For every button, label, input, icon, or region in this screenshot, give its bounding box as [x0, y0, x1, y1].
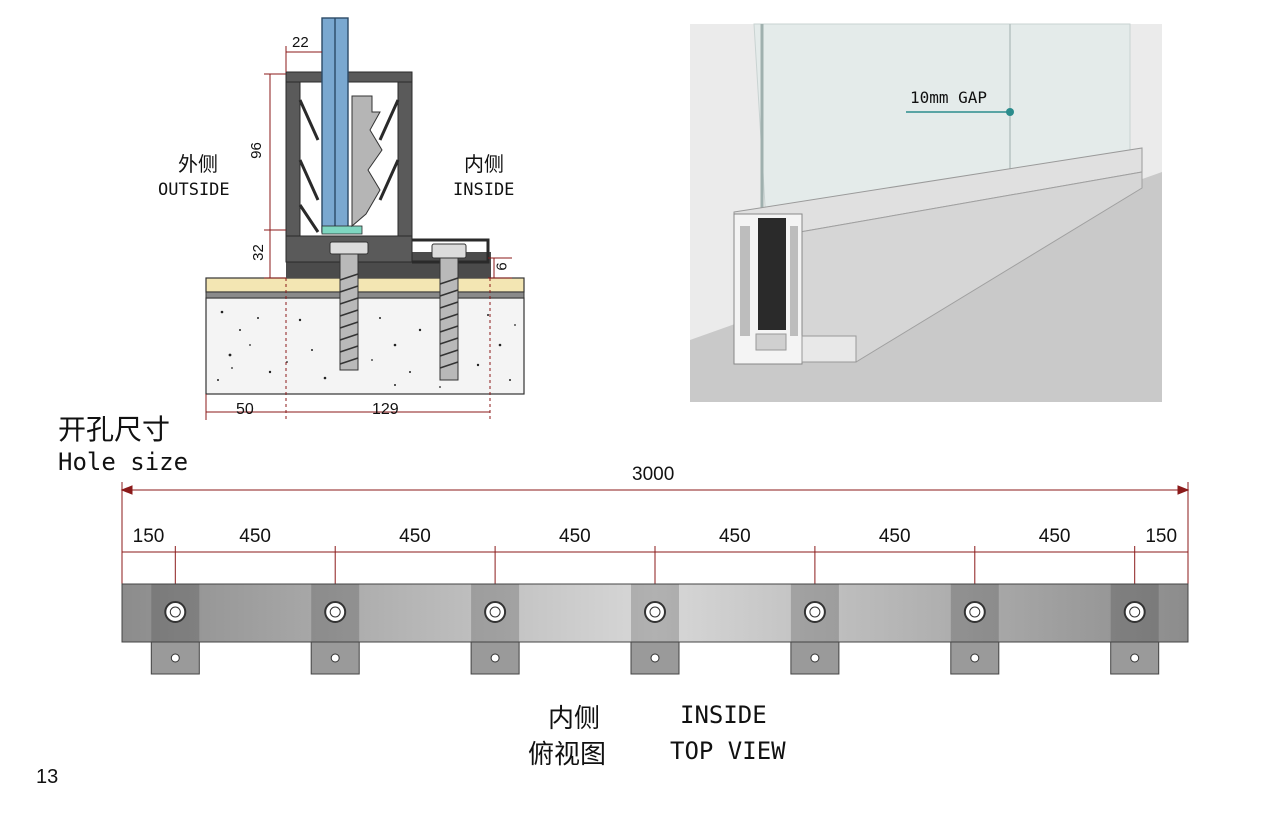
screed-layer: [205, 291, 525, 299]
render-side-tray: [801, 335, 857, 363]
overall-length-label: 3000: [632, 464, 675, 485]
render-glass-channel: [758, 218, 786, 330]
inside-label-en: INSIDE: [453, 180, 515, 200]
tab-hole: [170, 653, 180, 663]
anchor-tab: [150, 641, 200, 675]
dim-22: 22: [292, 34, 309, 51]
anchor-hole-inner: [1129, 606, 1141, 618]
setting-block: [321, 225, 363, 235]
tab-hole: [490, 653, 500, 663]
concrete-speckles: [217, 310, 516, 388]
dim-129: 129: [372, 401, 399, 418]
profile-webs: [298, 99, 400, 233]
caption-inside-en: INSIDE: [680, 701, 767, 729]
hole-size-title-en: Hole size: [58, 448, 189, 476]
caption-topview-cn: 俯视图: [528, 740, 607, 770]
anchor-points: [150, 584, 1160, 675]
clamp-wedge: [351, 95, 383, 228]
anchor-hole-inner: [809, 606, 821, 618]
right-anchor-screw: [439, 257, 459, 381]
render-end-slot-2: [790, 226, 798, 336]
spacing-label: 450: [718, 526, 751, 547]
spacing-label: 450: [1038, 526, 1071, 547]
anchor-hole-inner: [329, 606, 341, 618]
dimension-lines: [205, 46, 512, 420]
left-anchor-screw: [339, 253, 359, 371]
anchor-hole-inner: [489, 606, 501, 618]
tab-hole: [650, 653, 660, 663]
anchor-hole-inner: [169, 606, 181, 618]
spacing-label: 150: [1145, 526, 1178, 547]
tab-hole: [810, 653, 820, 663]
inside-label-cn: 内侧: [464, 152, 504, 176]
anchor-hole-inner: [649, 606, 661, 618]
tab-hole: [970, 653, 980, 663]
spacing-label: 450: [239, 526, 271, 547]
spacing-label: 150: [132, 526, 165, 547]
spacing-label: 450: [399, 526, 431, 547]
outside-label-cn: 外侧: [178, 152, 218, 176]
tab-hole: [1130, 653, 1140, 663]
render-end-slot-1: [740, 226, 750, 336]
concrete-slab: [205, 297, 525, 395]
hole-size-title-cn: 开孔尺寸: [58, 413, 171, 446]
anchor-hole-inner: [969, 606, 981, 618]
dim-50: 50: [236, 401, 254, 418]
outside-label-en: OUTSIDE: [158, 180, 230, 200]
spacing-label: 450: [559, 526, 591, 547]
tab-hole: [330, 653, 340, 663]
caption-inside-cn: 内侧: [548, 704, 601, 734]
caption-topview-en: TOP VIEW: [670, 737, 786, 765]
gap-leader-dot: [1006, 108, 1014, 116]
render-end-base: [755, 333, 787, 351]
gap-label: 10mm GAP: [910, 88, 988, 107]
spacing-label: 450: [878, 526, 911, 547]
page-number: 13: [36, 766, 59, 788]
